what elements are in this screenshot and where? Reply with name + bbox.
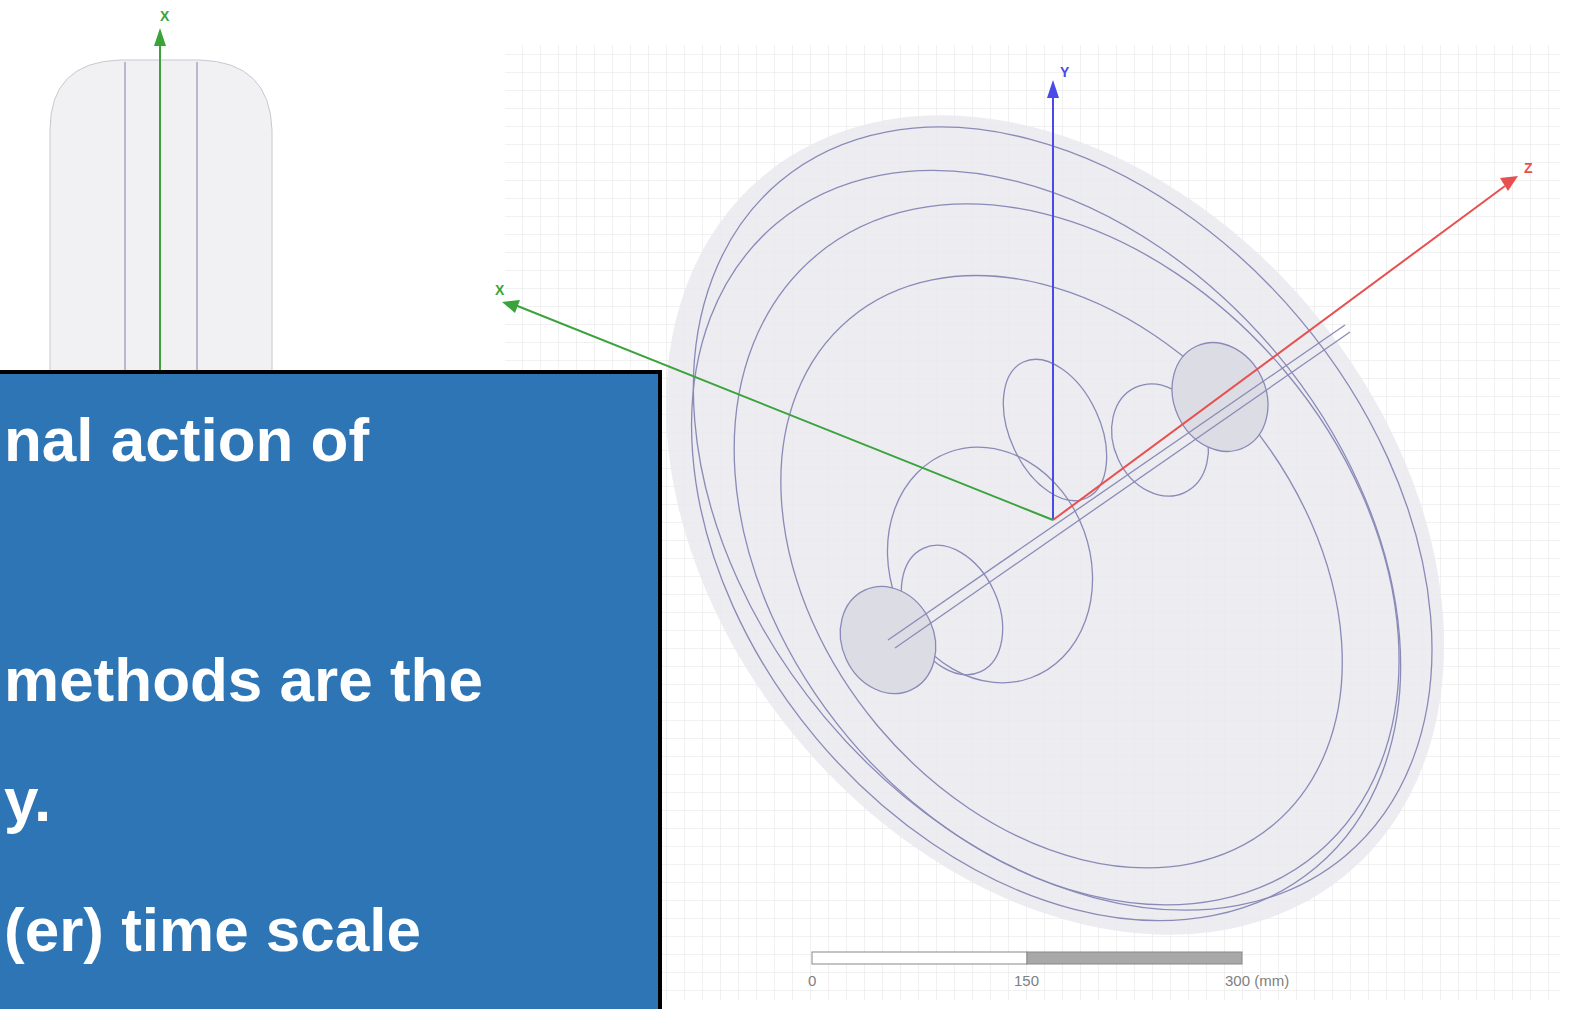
bullet-text: methods are the bbox=[4, 644, 483, 715]
axis-arrowhead bbox=[502, 300, 520, 313]
text-panel: nal action of methods are the y. (er) time … bbox=[0, 370, 662, 1009]
scale-label: 150 bbox=[1014, 972, 1039, 989]
bullet-text: nal action of bbox=[4, 404, 369, 475]
y-axis bbox=[1052, 92, 1054, 520]
side-view-line bbox=[197, 62, 198, 380]
axis-label: Z bbox=[1524, 160, 1533, 176]
axis-label: Y bbox=[1060, 64, 1069, 80]
axis-arrowhead bbox=[154, 28, 166, 46]
axis-arrowhead bbox=[1500, 176, 1518, 191]
scale-label: 300 (mm) bbox=[1225, 972, 1289, 989]
ports bbox=[823, 325, 1350, 712]
bullet-text: (er) time scale bbox=[4, 894, 421, 965]
z-axis bbox=[1053, 186, 1505, 520]
bullet-text: y. bbox=[4, 764, 51, 835]
side-view-line bbox=[125, 62, 126, 380]
scale-bar bbox=[1027, 952, 1242, 964]
axis-label: X bbox=[495, 282, 504, 298]
scale-label: 0 bbox=[808, 972, 816, 989]
scale-bar bbox=[812, 952, 1027, 964]
axis-arrowhead bbox=[1047, 80, 1059, 98]
cavity-model bbox=[506, 0, 1589, 1009]
x-axis bbox=[159, 40, 161, 380]
axis-label: X bbox=[160, 8, 169, 24]
